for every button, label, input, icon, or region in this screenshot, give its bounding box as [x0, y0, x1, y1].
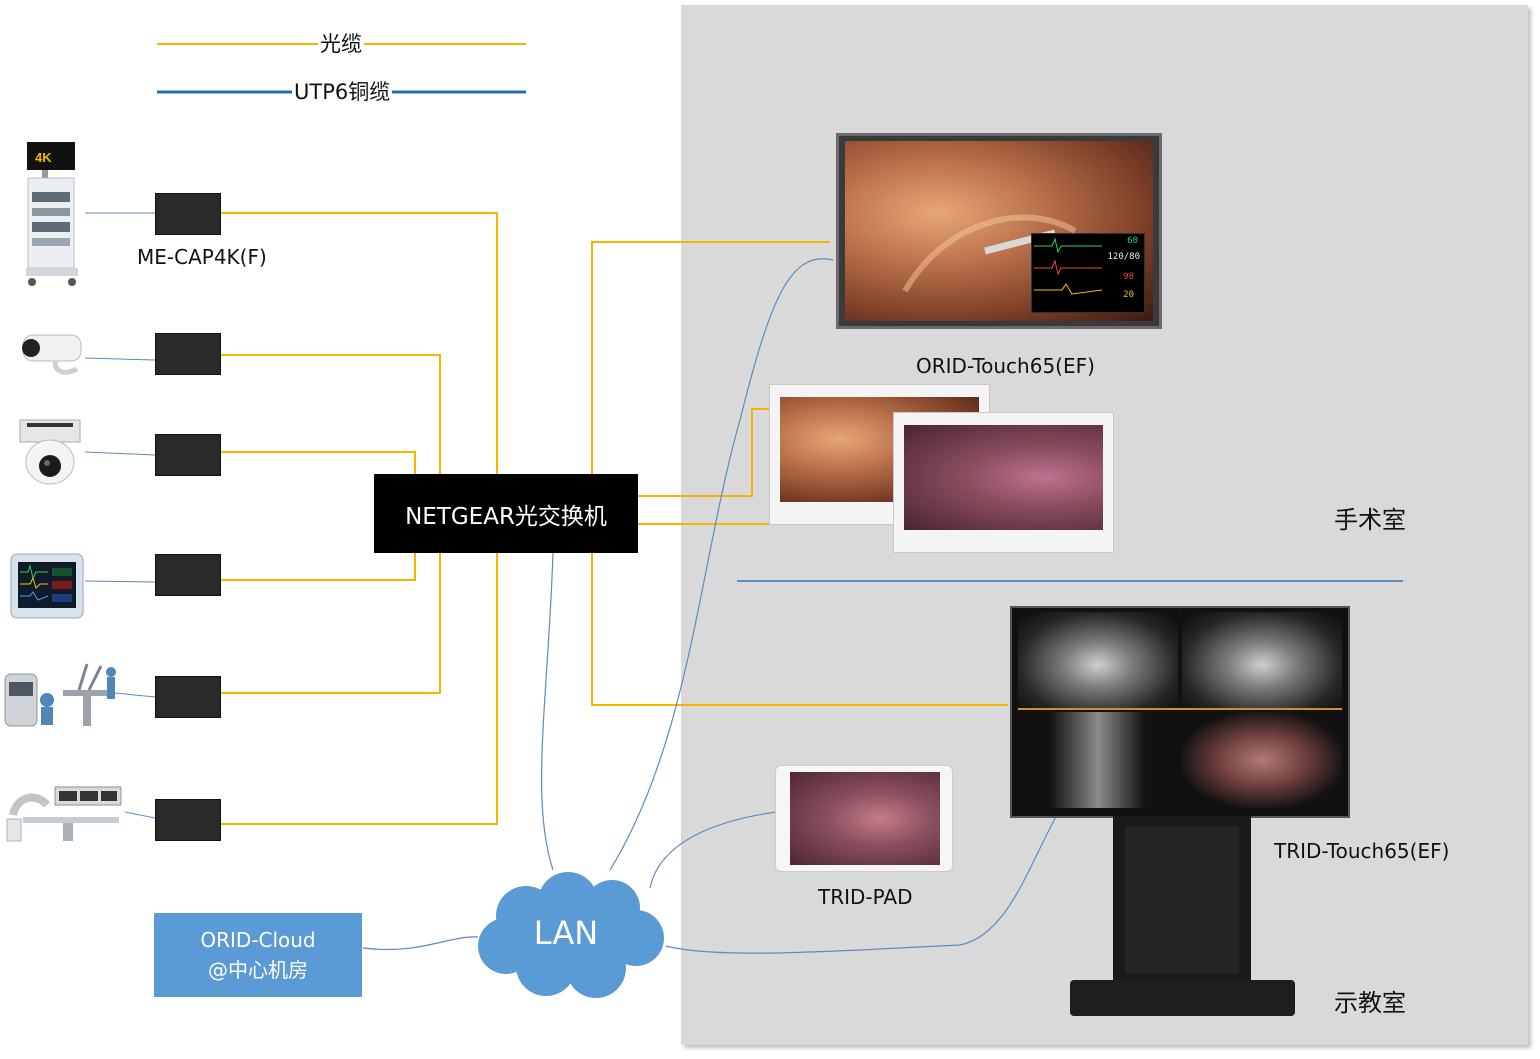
xray-image-1: [1018, 612, 1178, 708]
vital-hr: 60: [1127, 236, 1138, 246]
teaching-room-label: 示教室: [1334, 989, 1406, 1017]
xray-image-3: [1018, 712, 1178, 808]
cloud-line-2: @中心机房: [208, 958, 308, 982]
screen-divider: [1018, 708, 1342, 710]
xray-image-4: [1182, 712, 1342, 808]
surgical-monitor-2-screen: [904, 425, 1103, 530]
endoscope-tower-4k-icon: 4K: [22, 140, 82, 288]
trid-touch65-label: TRID-Touch65(EF): [1274, 839, 1450, 863]
lan-links: [362, 258, 1063, 954]
capture-box-label: ME-CAP4K(F): [137, 245, 267, 269]
network-switch: NETGEAR光交换机: [374, 474, 638, 553]
capture-box-5: [155, 676, 221, 718]
vital-signs-overlay: 60 120/80 98 20: [1031, 233, 1145, 313]
capture-box-1: [155, 193, 221, 235]
surgical-robot-icon: [3, 660, 123, 735]
cloud-line-1: ORID-Cloud: [200, 928, 316, 952]
screen-stand-column: [1113, 816, 1251, 984]
operating-room-label: 手术室: [1334, 506, 1406, 534]
vital-spo2: 98: [1123, 272, 1134, 282]
legend-copper-label: UTP6铜缆: [292, 80, 393, 104]
lan-label: LAN: [533, 914, 599, 952]
bullet-camera-icon: [15, 325, 85, 380]
trid-pad-label: TRID-PAD: [818, 885, 913, 909]
xray-image-2: [1182, 612, 1342, 708]
surgical-video-image: 60 120/80 98 20: [845, 141, 1153, 321]
patient-monitor-icon: [8, 548, 88, 628]
vital-rr: 20: [1123, 290, 1134, 300]
trid-pad-tablet: [775, 765, 953, 872]
surgical-monitor-2: [893, 412, 1114, 553]
operating-table-icon: [3, 775, 125, 845]
tablet-screen: [790, 772, 940, 865]
orid-cloud-server: ORID-Cloud @中心机房: [154, 913, 362, 997]
device-links: [84, 212, 156, 819]
svg-text:4K: 4K: [35, 150, 52, 165]
dome-camera-icon: [15, 418, 85, 488]
screen-stand-base: [1070, 980, 1295, 1016]
switch-label: NETGEAR光交换机: [405, 503, 607, 530]
vital-bp: 120/80: [1107, 252, 1140, 262]
room-divider: [737, 580, 1403, 582]
lan-cloud-icon: [478, 872, 664, 998]
legend-fiber-label: 光缆: [318, 32, 364, 56]
capture-box-2: [155, 333, 221, 375]
capture-box-6: [155, 799, 221, 841]
capture-box-3: [155, 434, 221, 476]
trid-touch65-screen: [1010, 606, 1350, 818]
orid-touch65-label: ORID-Touch65(EF): [916, 354, 1095, 378]
capture-box-4: [155, 554, 221, 596]
orid-touch65-monitor: 60 120/80 98 20: [836, 133, 1162, 329]
